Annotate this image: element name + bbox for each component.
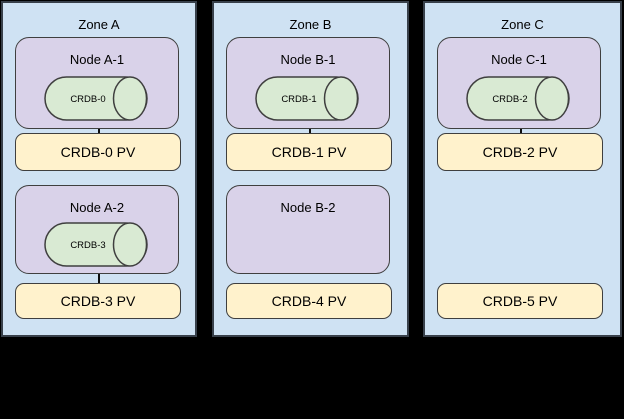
node-c1-box: Node C-1 CRDB-2	[437, 37, 601, 129]
crdb-3-pod-cylinder-icon: CRDB-3	[44, 222, 148, 267]
zone-b-label: Zone B	[289, 17, 332, 32]
crdb-2-pod-label: CRDB-2	[492, 94, 527, 105]
node-a1-label: Node A-1	[69, 52, 125, 67]
crdb-3-pv-label: CRDB-3 PV	[60, 293, 136, 309]
crdb-3-pv-box: CRDB-3 PV	[15, 283, 181, 319]
zone-b: Zone B Node B-1 CRDB-1 CRDB-1 PV Node B-…	[212, 1, 409, 337]
crdb-2-pv-box: CRDB-2 PV	[437, 133, 603, 171]
crdb-0-pod-cylinder-icon: CRDB-0	[44, 76, 148, 121]
crdb-3-pod-label: CRDB-3	[70, 240, 105, 251]
zone-a: Zone A Node A-1 CRDB-0 CRDB-0 PV Node A-…	[1, 1, 197, 337]
crdb-1-pod-cylinder-icon: CRDB-1	[255, 76, 359, 121]
crdb-4-pv-label: CRDB-4 PV	[271, 293, 347, 309]
crdb-4-pv-box: CRDB-4 PV	[226, 283, 392, 319]
pod-pv-connector-line	[98, 265, 100, 287]
node-a2-box: Node A-2 CRDB-3	[15, 185, 179, 274]
crdb-5-pv-label: CRDB-5 PV	[482, 293, 558, 309]
node-b2-box: Node B-2	[226, 185, 390, 274]
crdb-1-pod-label: CRDB-1	[281, 94, 316, 105]
crdb-2-pod-cylinder-icon: CRDB-2	[466, 76, 570, 121]
crdb-5-pv-box: CRDB-5 PV	[437, 283, 603, 319]
node-b1-label: Node B-1	[280, 52, 336, 67]
crdb-1-pv-label: CRDB-1 PV	[271, 144, 347, 160]
crdb-2-pv-label: CRDB-2 PV	[482, 144, 558, 160]
crdb-1-pv-box: CRDB-1 PV	[226, 133, 392, 171]
node-c1-label: Node C-1	[491, 52, 547, 67]
zone-c: Zone C Node C-1 CRDB-2 CRDB-2 PV CRDB-5 …	[423, 1, 622, 337]
node-b2-label: Node B-2	[280, 200, 336, 215]
crdb-0-pv-box: CRDB-0 PV	[15, 133, 181, 171]
crdb-0-pod-label: CRDB-0	[70, 94, 105, 105]
node-a1-box: Node A-1 CRDB-0	[15, 37, 179, 129]
crdb-0-pv-label: CRDB-0 PV	[60, 144, 136, 160]
node-a2-label: Node A-2	[69, 200, 125, 215]
zone-a-label: Zone A	[78, 17, 120, 32]
zone-c-label: Zone C	[501, 17, 544, 32]
node-b1-box: Node B-1 CRDB-1	[226, 37, 390, 129]
